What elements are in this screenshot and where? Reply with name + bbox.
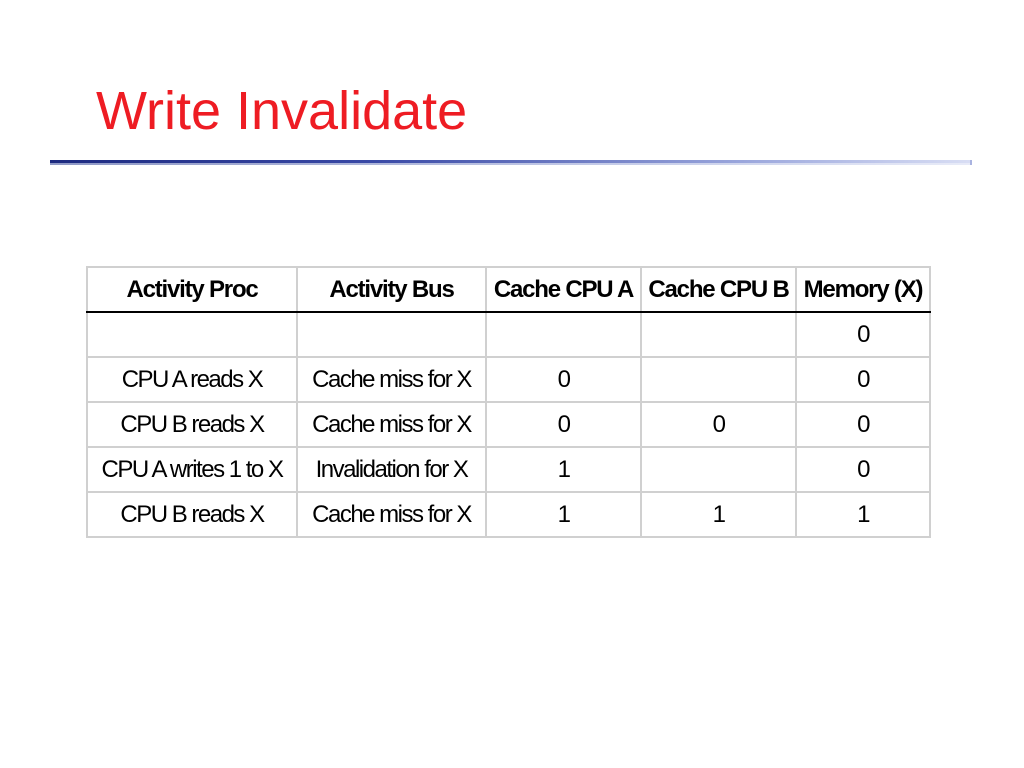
cell-cache-cpu-b: [640, 311, 797, 358]
cell-cache-cpu-a: 0: [485, 401, 642, 448]
table-row: 0: [86, 311, 931, 358]
cell-activity-bus: [296, 311, 487, 358]
cell-cache-cpu-a: 1: [485, 446, 642, 493]
cell-cache-cpu-a: [485, 311, 642, 358]
table-row: CPU A reads X Cache miss for X 0 0: [86, 356, 931, 403]
header-cache-cpu-b: Cache CPU B: [640, 266, 797, 313]
cell-cache-cpu-b: [640, 356, 797, 403]
title-underline-cap: [970, 160, 972, 165]
cell-activity-proc: CPU B reads X: [86, 491, 298, 538]
slide-title: Write Invalidate: [96, 81, 468, 141]
header-activity-proc: Activity Proc: [86, 266, 298, 313]
header-activity-bus: Activity Bus: [296, 266, 487, 313]
cell-cache-cpu-b: 0: [640, 401, 797, 448]
cell-memory-x: 0: [795, 356, 931, 403]
coherence-table: Activity Proc Activity Bus Cache CPU A C…: [86, 266, 931, 538]
cell-memory-x: 0: [795, 311, 931, 358]
cell-activity-proc: CPU A reads X: [86, 356, 298, 403]
header-memory-x: Memory (X): [795, 266, 931, 313]
cell-cache-cpu-b: [640, 446, 797, 493]
title-underline-dark: [50, 160, 972, 163]
title-underline: [50, 160, 972, 165]
cell-memory-x: 0: [795, 446, 931, 493]
header-cache-cpu-a: Cache CPU A: [485, 266, 642, 313]
cell-activity-bus: Cache miss for X: [296, 356, 487, 403]
table-header-row: Activity Proc Activity Bus Cache CPU A C…: [86, 266, 931, 313]
cell-activity-bus: Cache miss for X: [296, 401, 487, 448]
table-row: CPU B reads X Cache miss for X 1 1 1: [86, 491, 931, 538]
cell-activity-bus: Invalidation for X: [296, 446, 487, 493]
cell-activity-proc: CPU B reads X: [86, 401, 298, 448]
table-row: CPU A writes 1 to X Invalidation for X 1…: [86, 446, 931, 493]
cell-memory-x: 0: [795, 401, 931, 448]
cell-cache-cpu-a: 1: [485, 491, 642, 538]
table-row: CPU B reads X Cache miss for X 0 0 0: [86, 401, 931, 448]
cell-activity-bus: Cache miss for X: [296, 491, 487, 538]
title-underline-light: [50, 163, 972, 165]
cell-activity-proc: CPU A writes 1 to X: [86, 446, 298, 493]
cell-cache-cpu-b: 1: [640, 491, 797, 538]
cell-activity-proc: [86, 311, 298, 358]
cell-cache-cpu-a: 0: [485, 356, 642, 403]
cell-memory-x: 1: [795, 491, 931, 538]
